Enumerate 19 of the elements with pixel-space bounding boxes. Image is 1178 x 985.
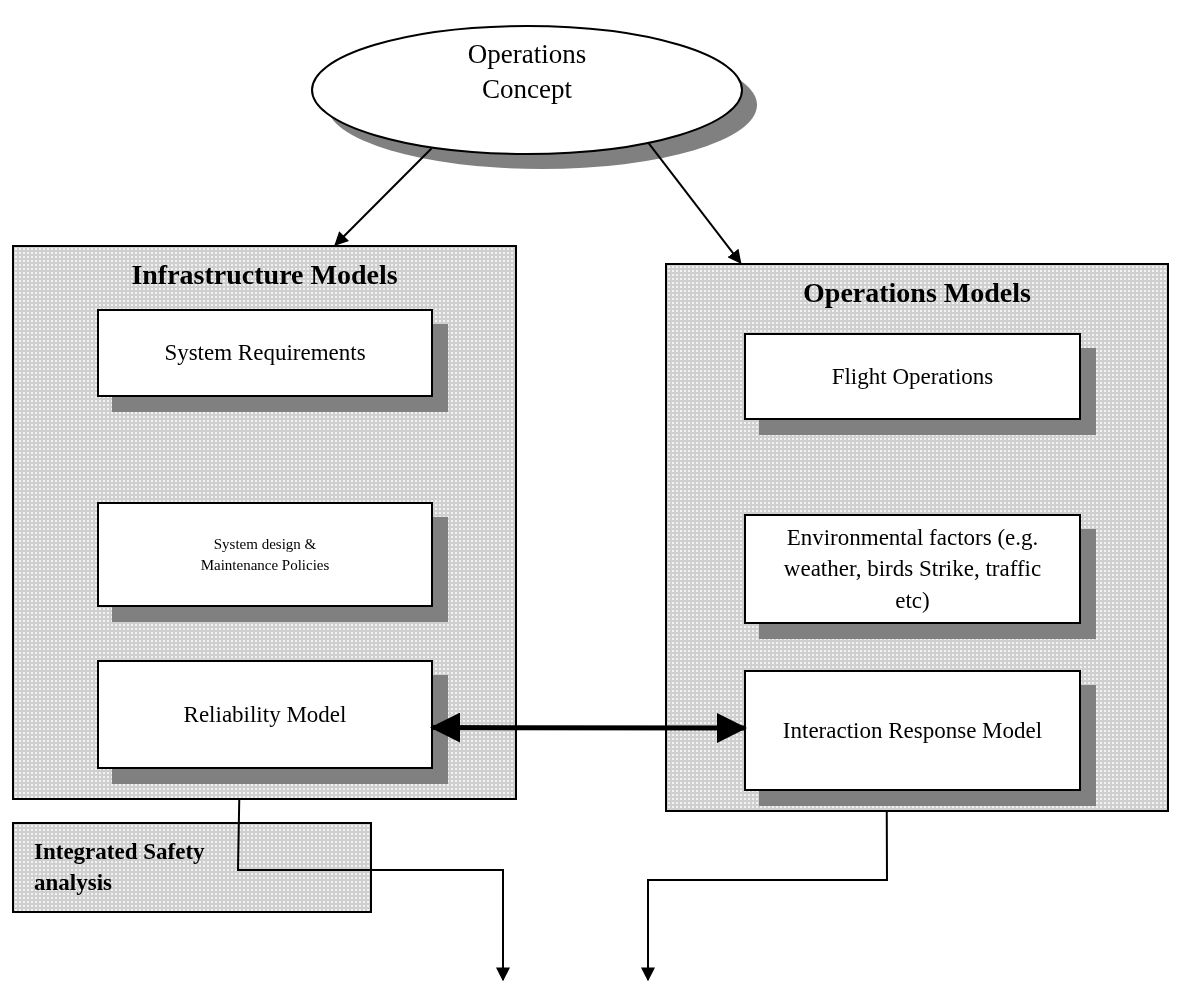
model-group-panel	[665, 263, 1169, 812]
box-label: Interaction Response Model	[782, 716, 1043, 745]
analysis-panel	[12, 822, 372, 913]
group-heading: Operations Models	[802, 277, 1032, 309]
box-label: System design & Maintenance Policies	[199, 535, 331, 575]
arrow	[430, 712, 747, 744]
arrow	[647, 141, 742, 265]
panel-label: Integrated Safety analysis	[34, 838, 206, 898]
box-label: System Requirements	[164, 339, 366, 368]
box-label: Environmental factors (e.g. weather, birds Strike, traffic etc)	[782, 524, 1043, 615]
ellipse-label: Operations Concept	[466, 38, 588, 107]
arrow	[237, 799, 510, 982]
group-heading: Infrastructure Models	[130, 259, 399, 291]
model-group-panel	[12, 245, 517, 800]
concept-ellipse	[311, 25, 758, 170]
box-label: Flight Operations	[831, 362, 994, 391]
arrow	[641, 811, 888, 982]
box-label: Reliability Model	[183, 700, 347, 729]
arrow	[334, 147, 433, 246]
